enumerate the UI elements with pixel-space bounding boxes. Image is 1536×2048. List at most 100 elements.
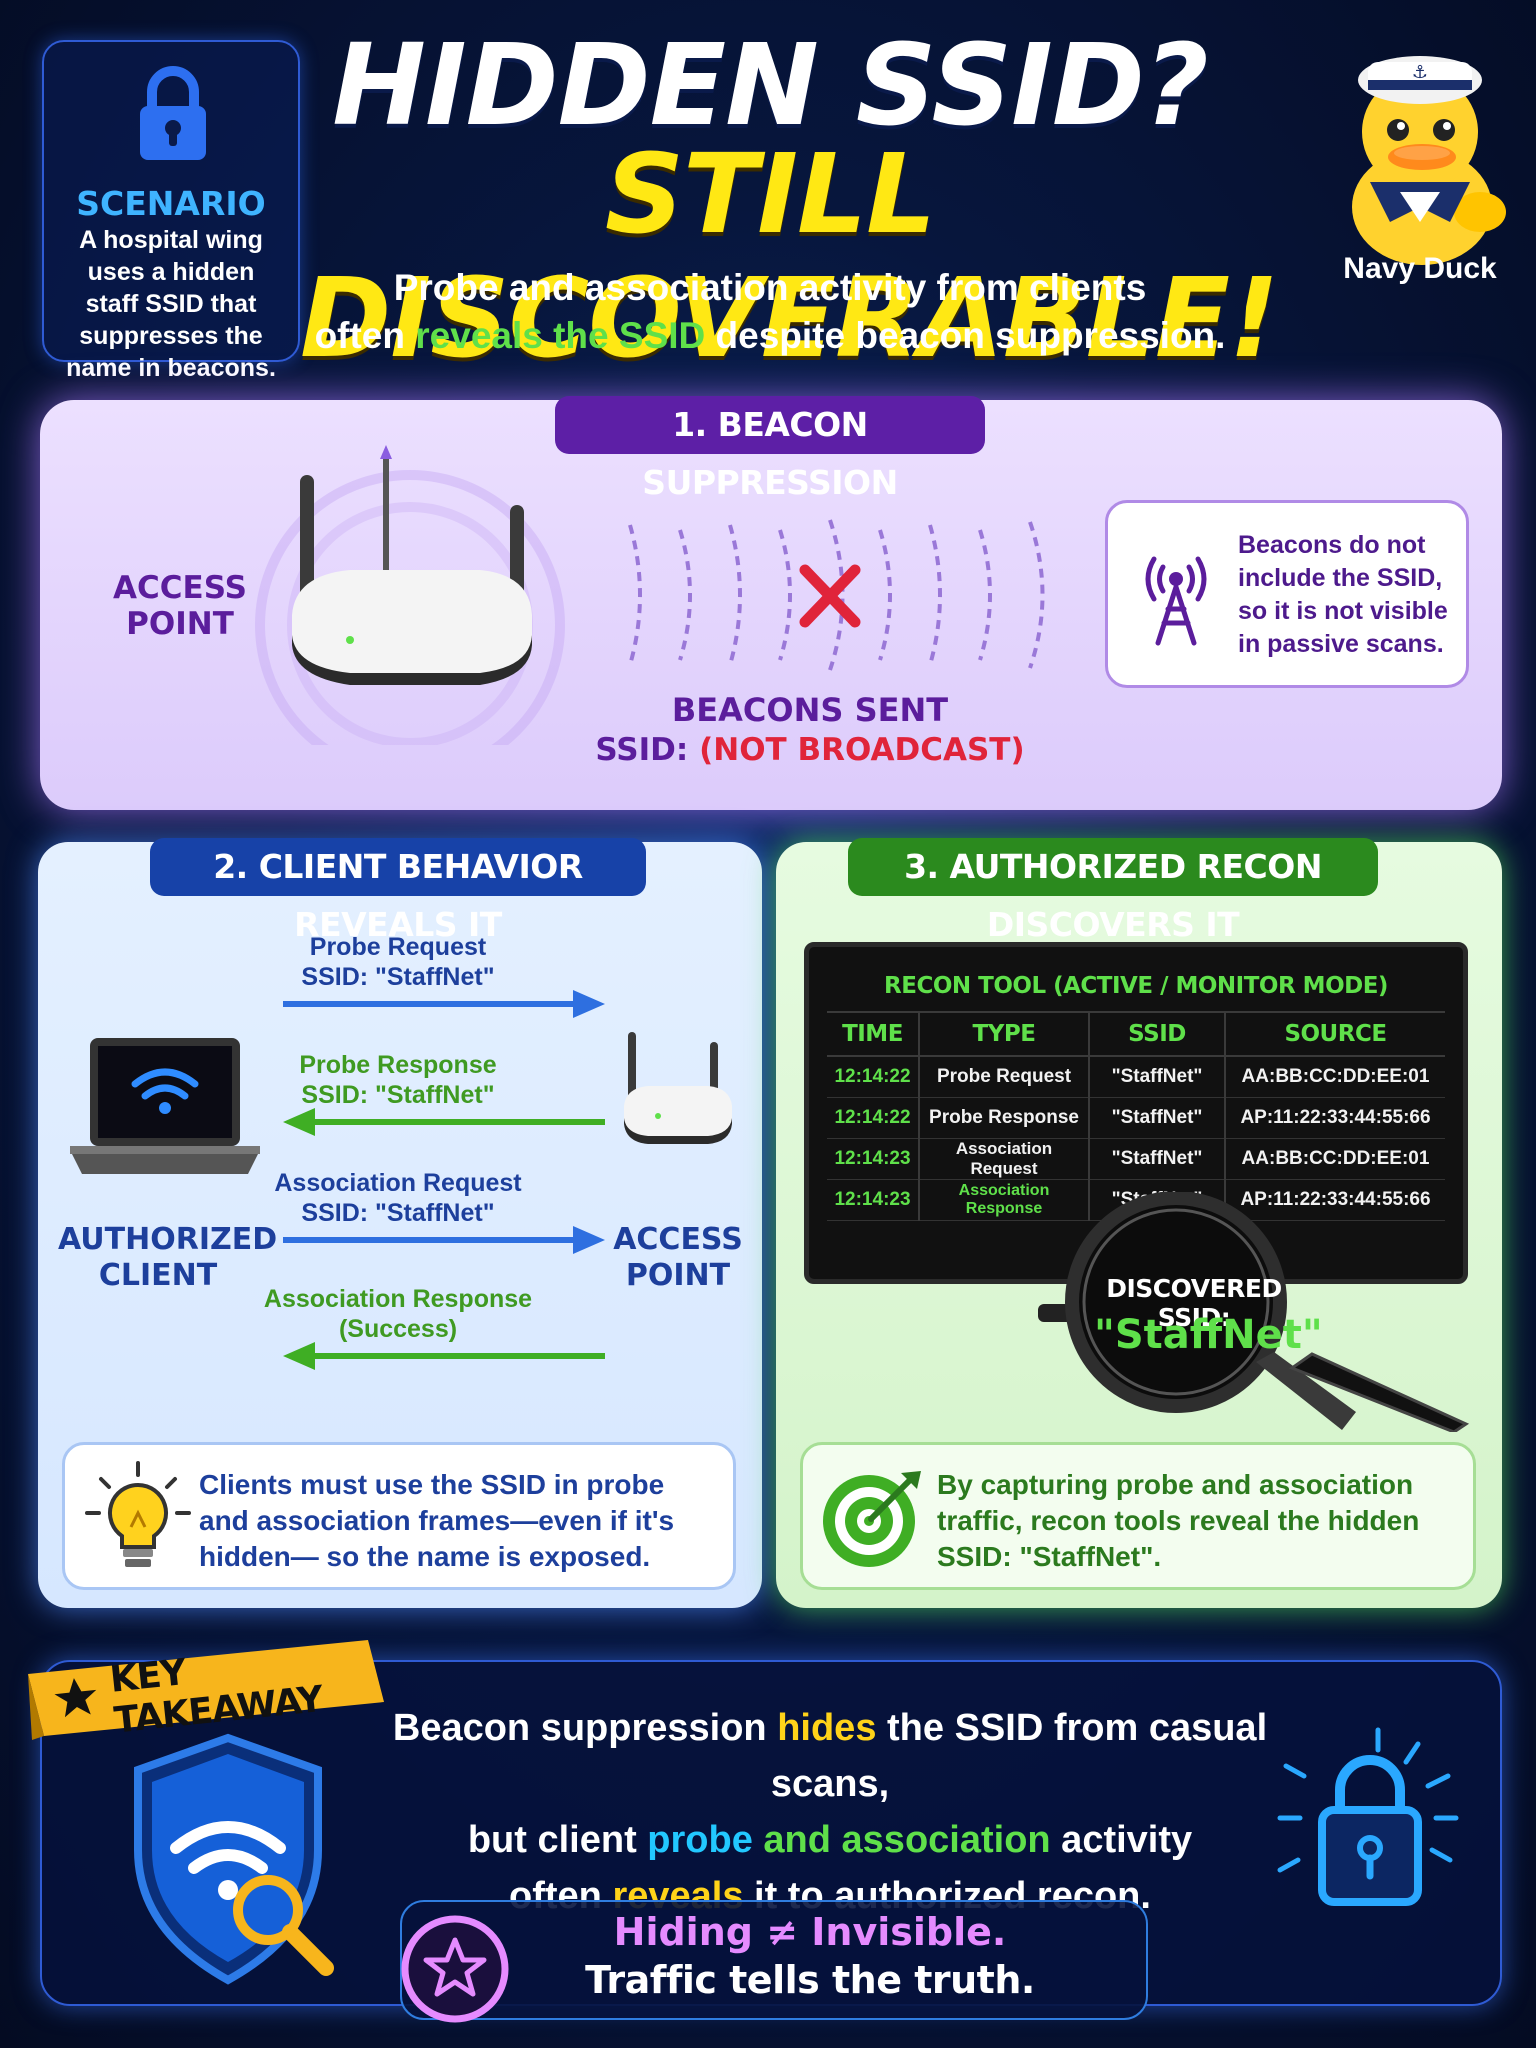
takeaway-line-2b: activity — [1050, 1819, 1193, 1861]
row-source: AA:BB:CC:DD:EE:01 — [1224, 1056, 1445, 1098]
key-takeaway-banner — [28, 1640, 384, 1740]
motto-line-2: Traffic tells the truth. — [585, 1958, 1035, 2002]
discovered-ssid-value: "StaffNet" — [1094, 1312, 1323, 1358]
mascot-label: Navy Duck — [1343, 252, 1497, 285]
subtitle: Probe and association activity from clie… — [300, 264, 1240, 360]
client-note-card: Clients must use the SSID in probe and a… — [62, 1442, 736, 1590]
title-line-1: HIDDEN SSID? — [332, 21, 1209, 151]
probe-request-arrow — [283, 990, 605, 1018]
lightbulb-icon — [85, 1461, 191, 1567]
navy-duck-mascot-icon: ⚓ — [1352, 56, 1506, 265]
beacons-ssid-label: SSID: (NOT BROADCAST) — [540, 732, 1080, 768]
section-client-behavior: 2. CLIENT BEHAVIOR REVEALS IT Probe Requ… — [38, 838, 762, 1608]
ssid-prefix: SSID: — [595, 732, 700, 768]
frame-4-line-2: (Success) — [338, 1315, 458, 1343]
frame-3-line-2: SSID: "StaffNet" — [301, 1199, 495, 1227]
beacon-note-card: Beacons do not include the SSID, so it i… — [1105, 500, 1469, 688]
recon-note-card: By capturing probe and association traff… — [800, 1442, 1476, 1590]
row-type: Association Response — [918, 1179, 1089, 1221]
row-type: Association Request — [918, 1138, 1089, 1180]
row-time: 12:14:22 — [827, 1056, 919, 1098]
row-time: 12:14:23 — [827, 1138, 919, 1180]
frame-1-line-1: Probe Request — [309, 933, 487, 961]
frame-1-line-2: SSID: "StaffNet" — [301, 963, 495, 991]
motto-box — [400, 1900, 1148, 2020]
recon-tool-title: RECON TOOL (ACTIVE / MONITOR MODE) — [884, 973, 1388, 999]
access-point-router-icon-small — [624, 1032, 732, 1144]
star-circle-icon — [401, 1915, 509, 2023]
access-point-router-icon — [255, 445, 565, 745]
star-icon — [54, 1678, 97, 1718]
col-source: SOURCE — [1224, 1011, 1445, 1057]
discovered-ssid-label: DISCOVERED SSID: — [1106, 1274, 1282, 1332]
blocked-x-icon — [799, 564, 861, 628]
magnifier-icon — [1065, 1192, 1470, 1432]
row-type: Probe Request — [918, 1056, 1089, 1098]
takeaway-association: and association — [763, 1819, 1051, 1861]
subtitle-line-2a: often — [314, 315, 416, 356]
row-source: AP:11:22:33:44:55:66 — [1224, 1097, 1445, 1139]
recon-table-header: TIME TYPE SSID SOURCE — [827, 1011, 1445, 1057]
row-ssid: "StaffNet" — [1088, 1138, 1225, 1180]
takeaway-probe: probe — [647, 1819, 753, 1861]
client-note-text: Clients must use the SSID in probe and a… — [199, 1469, 675, 1572]
subtitle-line-1: Probe and association activity from clie… — [393, 267, 1147, 308]
ap-label-line-1: ACCESS — [113, 570, 247, 606]
scenario-title: SCENARIO — [76, 184, 266, 223]
table-row: 12:14:23 Association Response "StaffNet"… — [827, 1179, 1445, 1221]
section-authorized-recon: 3. AUTHORIZED RECON DISCOVERS IT RECON T… — [776, 838, 1502, 1608]
recon-note-text: By capturing probe and association traff… — [937, 1469, 1420, 1572]
row-source: AP:11:22:33:44:55:66 — [1224, 1179, 1445, 1221]
ssid-not-broadcast: (NOT BROADCAST) — [699, 732, 1025, 768]
magnifier-small-icon — [233, 1875, 334, 1976]
beacons-sent-label: BEACONS SENT — [671, 691, 949, 729]
shield-wifi-icon — [134, 1733, 334, 1985]
table-row: 12:14:22 Probe Request "StaffNet" AA:BB:… — [827, 1056, 1445, 1098]
frame-4-line-1: Association Response — [263, 1285, 533, 1313]
row-ssid: "StaffNet" — [1088, 1097, 1225, 1139]
col-time: TIME — [827, 1011, 919, 1057]
row-type: Probe Response — [918, 1097, 1089, 1139]
frame-3-line-1: Association Request — [274, 1169, 522, 1197]
access-point-label: ACCESS POINT — [100, 570, 260, 642]
section-beacon-suppression: 1. BEACON SUPPRESSION ACCESS POINT — [40, 396, 1502, 810]
association-request-arrow — [283, 1226, 605, 1254]
client-label-line-1: AUTHORIZED — [58, 1222, 278, 1257]
recon-tool-monitor: RECON TOOL (ACTIVE / MONITOR MODE) TIME … — [804, 942, 1468, 1284]
section-2-badge: 2. CLIENT BEHAVIOR REVEALS IT — [150, 838, 646, 944]
beacon-note-text: Beacons do not include the SSID, so it i… — [1238, 531, 1448, 658]
col-ssid: SSID — [1088, 1011, 1225, 1057]
takeaway-line-2a: but client — [467, 1819, 648, 1861]
table-row: 12:14:23 Association Request "StaffNet" … — [827, 1138, 1445, 1180]
lock-icon — [140, 66, 206, 160]
laptop-icon — [70, 1038, 260, 1174]
client-label-line-2: CLIENT — [98, 1258, 218, 1293]
recon-table: TIME TYPE SSID SOURCE 12:14:22 Probe Req… — [827, 1011, 1445, 1221]
row-time: 12:14:22 — [827, 1097, 919, 1139]
row-time: 12:14:23 — [827, 1179, 919, 1221]
row-source: AA:BB:CC:DD:EE:01 — [1224, 1138, 1445, 1180]
probe-response-arrow — [283, 1108, 605, 1136]
wifi-icon — [131, 1068, 199, 1100]
glowing-lock-icon — [1277, 1727, 1459, 1906]
ap-label-line-2: POINT — [126, 606, 234, 642]
row-ssid: "StaffNet" — [1088, 1056, 1225, 1098]
svg-text:⚓: ⚓ — [1412, 62, 1428, 83]
takeaway-line-1b: the SSID from casual scans, — [770, 1707, 1268, 1805]
target-icon — [823, 1471, 921, 1567]
takeaway-hides: hides — [777, 1707, 877, 1749]
scenario-card: SCENARIO A hospital wing uses a hidden s… — [42, 40, 300, 382]
ap2-label-line-1: ACCESS — [613, 1222, 743, 1257]
subtitle-highlight: reveals the SSID — [415, 315, 706, 356]
association-response-arrow — [283, 1342, 605, 1370]
subtitle-line-2b: despite beacon suppression. — [705, 315, 1226, 356]
takeaway-space — [753, 1819, 764, 1861]
takeaway-text: Beacon suppression hides the SSID from c… — [370, 1700, 1290, 1924]
motto-line-1: Hiding ≠ Invisible. — [613, 1910, 1007, 1954]
broadcast-tower-icon — [1145, 556, 1207, 646]
